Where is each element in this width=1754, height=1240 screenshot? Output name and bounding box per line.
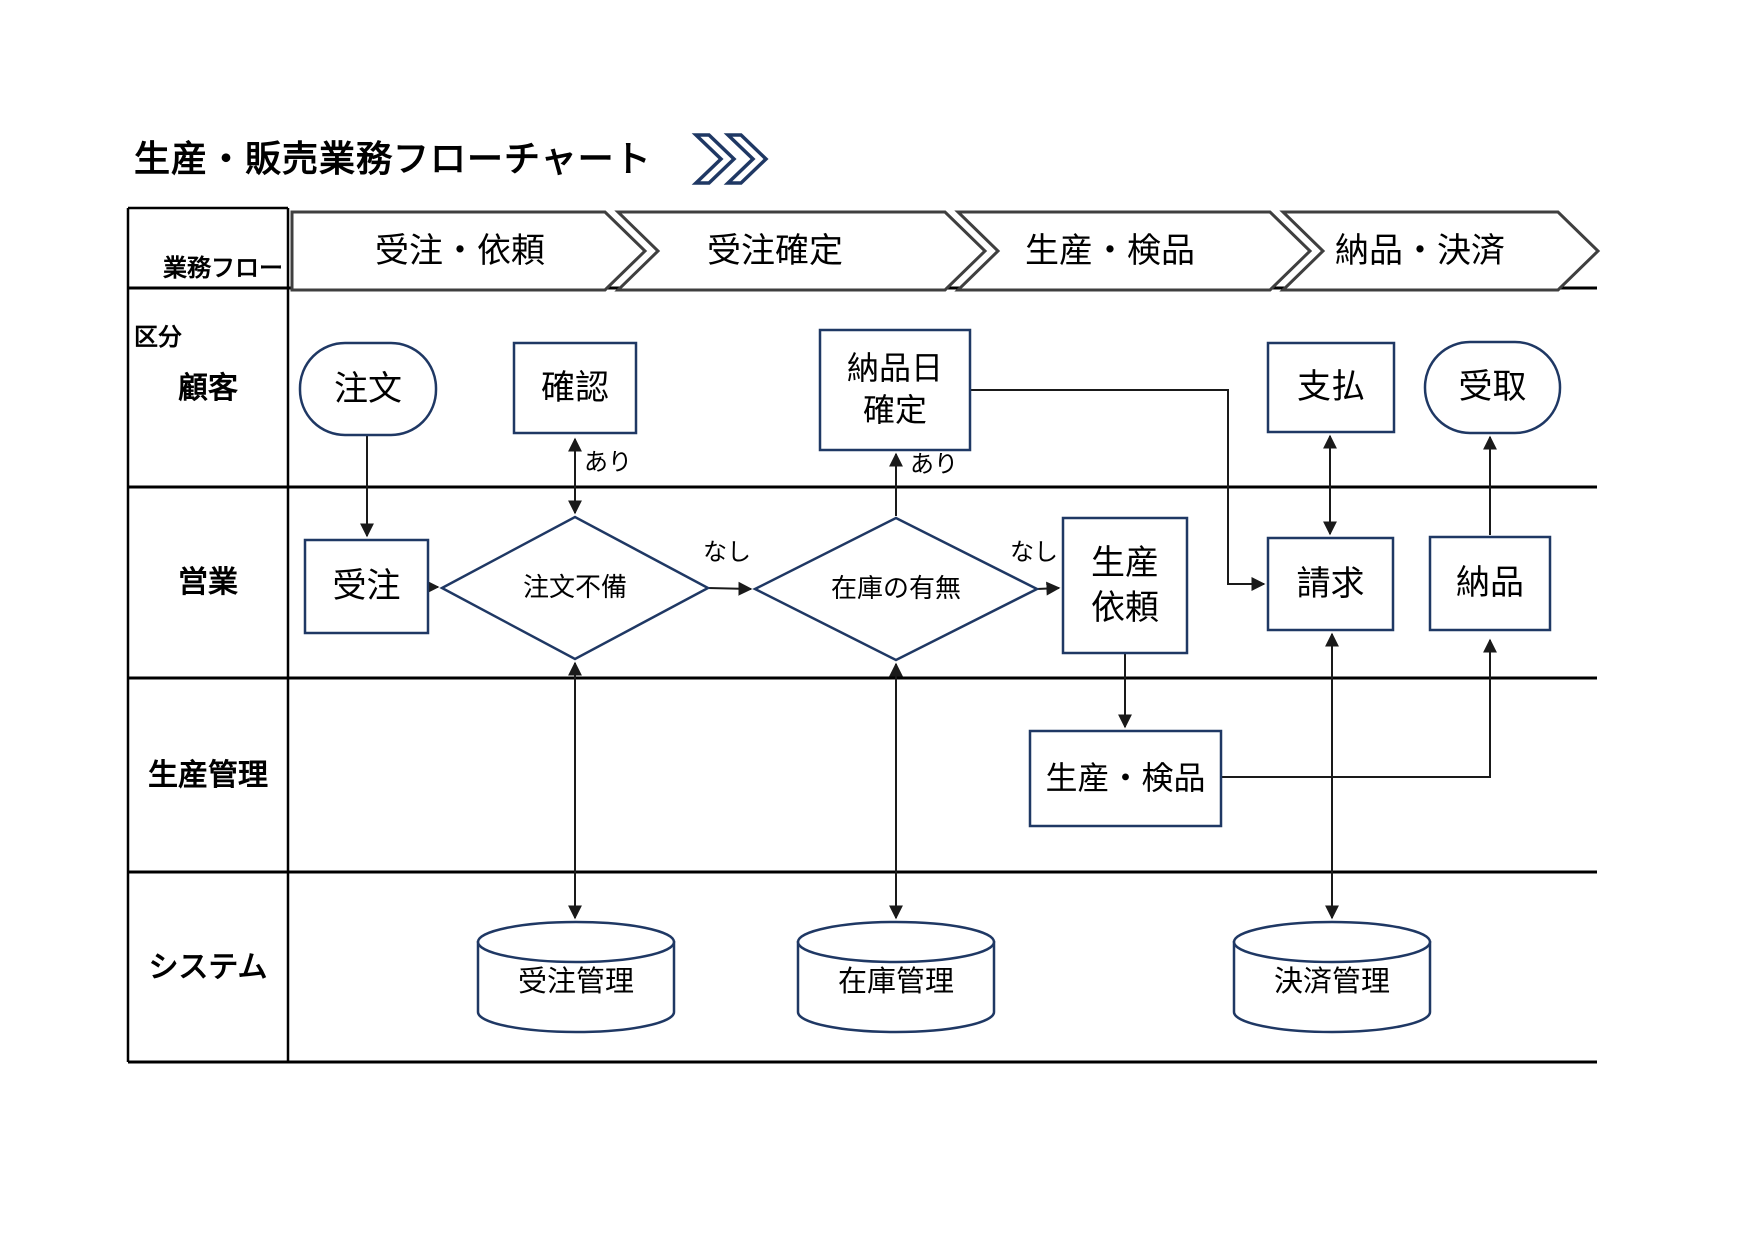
process-confirm <box>512 341 638 435</box>
process-pay <box>1266 341 1396 434</box>
node-label-order: 注文 <box>334 369 402 408</box>
process-order-entry <box>303 538 430 635</box>
decision-order-check <box>439 515 711 661</box>
edge-ordercheck-to-stockcheck <box>707 581 753 596</box>
page-title: 生産・販売業務フローチャート <box>134 137 652 179</box>
node-label-delivery: 納品 <box>1456 564 1524 603</box>
phase-chevron-3 <box>954 210 1313 292</box>
phase-label-order-confirmed: 受注確定 <box>707 231 843 270</box>
node-label-order-entry: 受注 <box>332 567 401 606</box>
edge-label-ordercheck-none: なし <box>703 539 751 567</box>
edge-stockcheck-to-productionrequest <box>1036 581 1061 596</box>
node-label-order-check: 注文不備 <box>522 572 627 603</box>
edge-label-stock-has: あり <box>910 451 958 479</box>
header-corner-line1: 業務フロー <box>163 254 283 282</box>
node-label-receive: 受取 <box>1458 368 1527 407</box>
edge-label-ordercheck-has: あり <box>584 449 632 477</box>
phase-chevron-4 <box>1279 210 1601 292</box>
node-label-invoice: 請求 <box>1296 564 1365 603</box>
phase-chevron-2 <box>614 210 988 292</box>
phase-label-production-inspection: 生産・検品 <box>1025 231 1195 270</box>
terminator-receive <box>1423 340 1562 435</box>
double-chevron-right-icon <box>691 133 769 185</box>
node-label-production-inspection: 生産・検品 <box>1045 759 1206 796</box>
node-label-production-request: 生産 依頼 <box>1091 544 1159 627</box>
phase-chevron-band <box>290 210 1601 292</box>
terminator-order <box>298 341 438 437</box>
node-label-order-db: 受注管理 <box>517 966 634 999</box>
phase-label-order-request: 受注・依頼 <box>375 231 545 270</box>
edge-label-stock-none: なし <box>1010 539 1058 567</box>
database-settlement-db <box>1232 920 1432 1034</box>
header-corner-cell: 業務フロー 区分 <box>131 211 285 352</box>
database-stock-db <box>796 920 996 1034</box>
process-production-inspection <box>1028 729 1223 828</box>
node-label-settlement-db: 決済管理 <box>1273 966 1390 999</box>
process-invoice <box>1266 536 1395 632</box>
phase-chevron-1 <box>290 210 648 292</box>
database-order-db <box>476 920 676 1034</box>
node-label-delivery-date: 納品日 確定 <box>846 350 943 428</box>
connectors <box>360 389 1497 920</box>
lane-label-customer: 顧客 <box>178 372 238 405</box>
phase-label-delivery-settlement: 納品・決済 <box>1335 231 1505 270</box>
process-delivery <box>1428 535 1552 632</box>
node-label-pay: 支払 <box>1297 368 1365 407</box>
node-label-confirm: 確認 <box>541 368 609 407</box>
process-production-request <box>1061 516 1189 655</box>
lane-label-production-control: 生産管理 <box>148 758 268 792</box>
node-label-stock-db: 在庫管理 <box>837 966 954 999</box>
header-corner-line2: 区分 <box>134 324 182 352</box>
node-label-stock-check: 在庫の有無 <box>830 573 961 604</box>
process-delivery-date <box>818 328 972 452</box>
edge-inspection-to-delivery <box>1221 638 1497 778</box>
lane-label-system: システム <box>148 950 268 984</box>
lane-label-sales: 営業 <box>178 566 238 599</box>
decision-stock-check <box>752 516 1040 662</box>
node-shapes <box>298 328 1562 1034</box>
edge-deliverydate-to-invoice <box>970 389 1266 591</box>
